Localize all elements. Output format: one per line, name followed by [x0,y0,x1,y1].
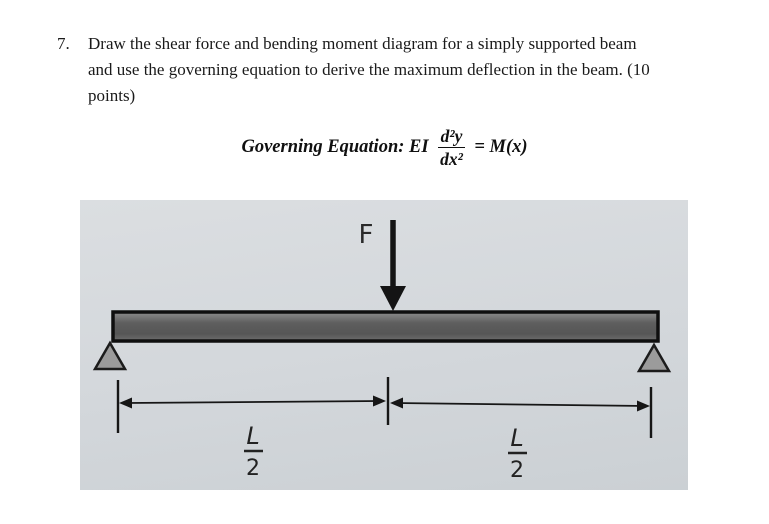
right-dim-denominator: 2 [510,458,524,483]
right-dim-numerator: L [510,424,523,452]
right-dimension-arrow [390,397,650,412]
equation-fraction: d²y dx² [437,126,466,170]
problem-line-2: and use the governing equation to derive… [88,60,650,79]
right-dimension-label: L 2 [508,424,527,483]
right-support [636,342,672,373]
equation-prefix: Governing Equation: EI [241,137,429,158]
left-support [92,340,128,371]
force-arrowhead [380,286,406,311]
left-dim-numerator: L [246,422,259,450]
problem-number: 7. [57,34,70,53]
problem-line-3: points) [88,86,136,105]
beam-figure: F L [80,200,688,490]
beam-diagram-svg: F L [92,220,672,483]
fraction-denominator: dx² [440,149,463,170]
equation-rhs: = M(x) [474,137,528,158]
left-dim-arrowhead-left [119,397,132,409]
left-dim-denominator: 2 [246,456,260,481]
right-dim-arrowhead-right [637,400,650,412]
force-label: F [359,220,374,250]
fraction-numerator: d²y [437,126,466,149]
left-dim-arrowhead-right [373,395,386,407]
left-dimension-line [124,400,382,404]
problem-line-1: Draw the shear force and bending moment … [88,34,637,53]
right-dim-arrowhead-left [390,397,403,409]
right-dimension-line [394,402,646,407]
left-dimension-label: L 2 [244,422,263,481]
problem-statement: 7. Draw the shear force and bending mome… [57,31,729,109]
problem-text: Draw the shear force and bending moment … [88,31,729,109]
left-dimension-arrow [119,395,386,409]
force-arrow [380,220,406,311]
beam [111,310,660,343]
governing-equation: Governing Equation: EI d²y dx² = M(x) [0,126,769,169]
